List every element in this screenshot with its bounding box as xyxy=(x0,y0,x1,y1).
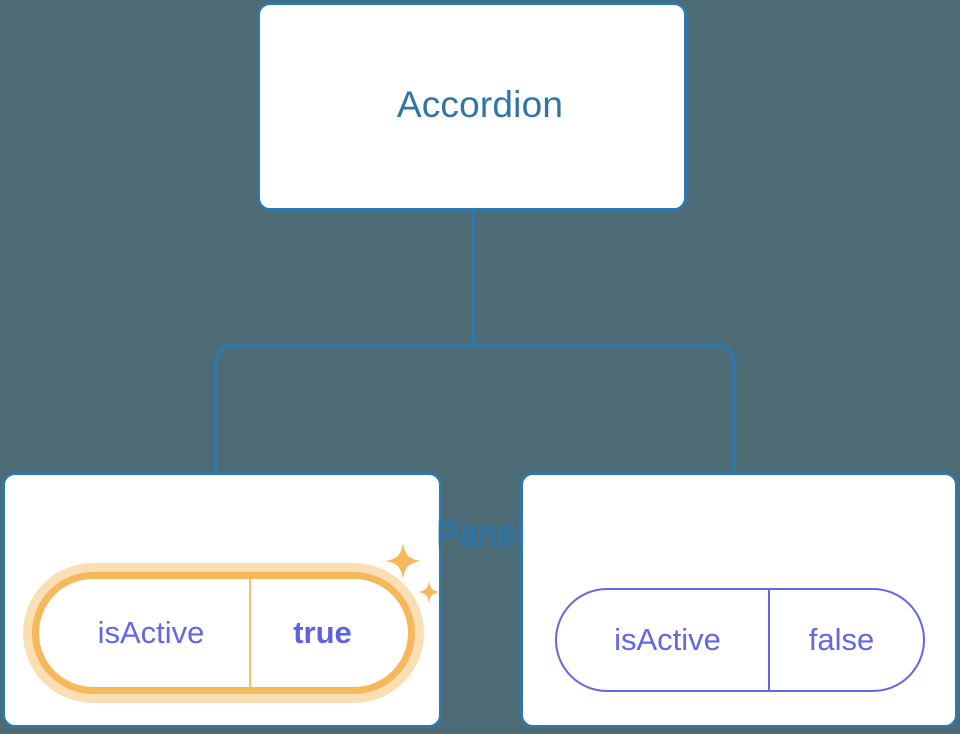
prop-key-label: isActive xyxy=(39,579,251,687)
prop-pill-isactive-true[interactable]: isActive true xyxy=(32,572,415,694)
node-panel-right-title: Panel xyxy=(436,518,524,556)
prop-key-label: isActive xyxy=(557,590,770,690)
prop-value-label: true xyxy=(293,615,352,650)
connector-branch-bar xyxy=(214,343,736,472)
node-accordion[interactable] xyxy=(257,2,687,211)
prop-value-label: false xyxy=(808,622,875,657)
node-panel-left-title: Panel xyxy=(436,513,524,551)
node-accordion-title: Accordion xyxy=(396,84,564,125)
prop-pill-isactive-false[interactable]: isActive false xyxy=(555,588,925,692)
